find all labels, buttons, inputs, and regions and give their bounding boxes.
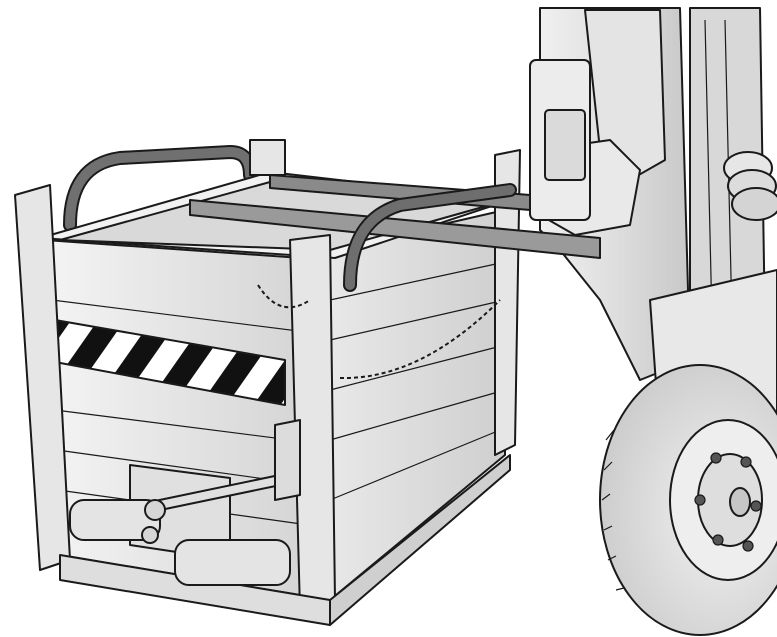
fork-carriage (529, 59, 591, 221)
forklift-forks (189, 174, 601, 292)
mast-spring-coils (723, 151, 777, 221)
container-lift-bars (63, 144, 257, 232)
forklift-front-tire (599, 364, 777, 636)
container-safety-chains (257, 284, 501, 380)
container-corner-posts (14, 139, 521, 611)
container-release-lever (141, 419, 301, 544)
container-base-skids (59, 454, 511, 626)
wheel-lug-nuts (694, 452, 762, 552)
